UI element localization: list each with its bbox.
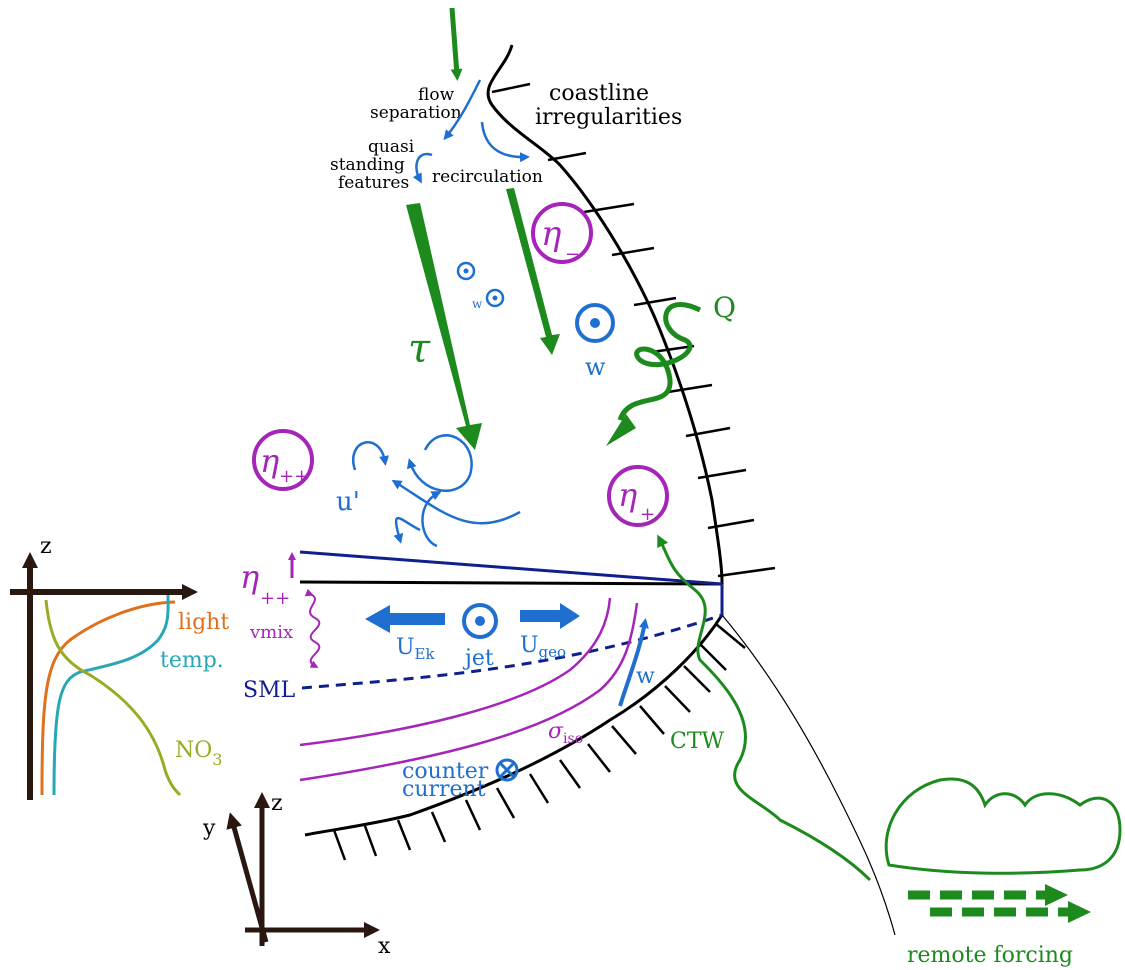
tau-arrow [406, 203, 482, 450]
U-Ek-label: UEk [396, 635, 435, 663]
ctw-wave-path [657, 534, 872, 882]
U-Ek-arrow [365, 605, 445, 633]
eta-minus-symbol: η − [531, 202, 593, 265]
light-profile [40, 600, 176, 796]
sea-surface-line [299, 580, 723, 586]
wind-arrow-right [506, 188, 560, 355]
SML-label: SML [243, 678, 296, 703]
standing-label: standing [330, 155, 405, 175]
tau-symbol: τ [408, 326, 431, 372]
sml-dashed-line [301, 613, 723, 690]
jet-label: jet [462, 646, 494, 671]
vmix-wavy-arrow [304, 588, 321, 668]
U-geo-arrow [520, 603, 580, 629]
current-label: current [402, 777, 486, 802]
svg-text:++: ++ [260, 588, 290, 609]
vertical-profile-inset: z light temp. NO3 [10, 534, 229, 800]
eddy-arrows [352, 434, 521, 548]
inflow-arrow [449, 7, 463, 81]
w-slope-label: w [636, 664, 655, 689]
eta-plus-symbol: η + [607, 465, 669, 527]
CTW-label: CTW [670, 729, 725, 754]
flow-label: flow [418, 85, 455, 105]
temp-label: temp. [160, 648, 224, 673]
counter-label: counter [402, 759, 489, 784]
svg-text:w: w [585, 353, 606, 381]
svg-text:η: η [618, 476, 637, 514]
sigma-iso-label: σiso [548, 719, 583, 747]
recirculation-label: recirculation [432, 167, 543, 187]
vmix-label: vmix [249, 622, 293, 643]
coastline-label: coastline [549, 81, 649, 106]
coastline [486, 44, 776, 584]
svg-text:η: η [260, 442, 279, 480]
light-label: light [178, 610, 229, 635]
raised-surface-line [299, 550, 723, 586]
eta-plusplus-surface: η ++ [240, 552, 296, 609]
temp-profile [52, 594, 170, 796]
w-small-label: w [472, 297, 483, 311]
slope-upwelling-arrow [618, 618, 649, 707]
xyz-axes: z y x [202, 791, 391, 959]
remote-forcing-arrows [908, 890, 1070, 917]
NO3-label: NO3 [175, 738, 222, 769]
svg-text:η: η [240, 558, 259, 596]
irregularities-label: irregularities [535, 105, 682, 130]
remote-forcing-label: remote forcing [907, 943, 1073, 968]
axis-y-label: y [202, 816, 216, 841]
U-geo-label: Ugeo [520, 633, 566, 661]
quasi-label: quasi [368, 137, 415, 157]
jet-symbol [462, 603, 498, 639]
isopycnals [299, 597, 639, 782]
heat-flux-wavy-arrow [617, 302, 702, 422]
small-upwelling-symbols [456, 261, 505, 308]
features-label: features [338, 173, 409, 193]
svg-text:++: ++ [279, 466, 309, 487]
axis-x-label: x [378, 934, 391, 959]
counter-current-symbol [495, 758, 519, 782]
eta-plusplus-circle: η ++ [252, 429, 314, 491]
svg-text:η: η [541, 214, 562, 254]
axis-z-label: z [271, 791, 283, 816]
svg-text:+: + [640, 504, 655, 525]
profile-z-label: z [40, 534, 52, 559]
shelf-seafloor [304, 583, 896, 936]
w-upwelling-center: w [575, 303, 615, 381]
flow-separation-arrows [412, 79, 530, 184]
no3-profile [44, 599, 182, 797]
separation-label: separation [370, 103, 462, 123]
Q-label: Q [713, 291, 736, 324]
remote-cloud [884, 777, 1122, 875]
svg-text:−: − [565, 244, 580, 265]
u-prime-label: u' [336, 487, 360, 517]
